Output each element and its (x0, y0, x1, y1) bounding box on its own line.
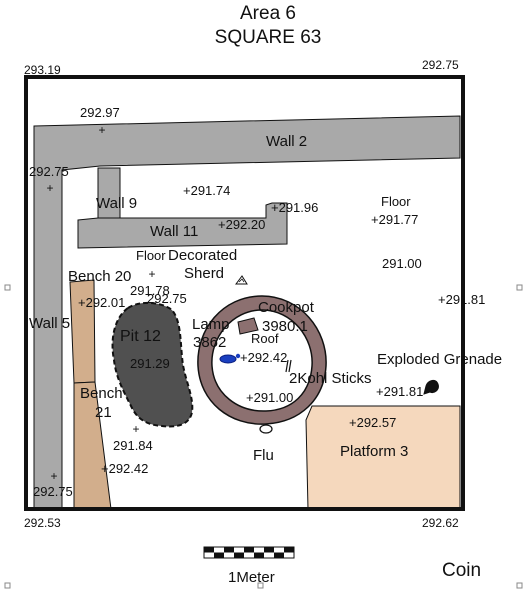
elevation-marker: + (148, 267, 155, 281)
elevation-label: +291.81 (376, 384, 423, 399)
elevation-marker: + (98, 123, 105, 137)
resize-handle-left[interactable] (4, 284, 11, 291)
title-area: Area 6 (240, 3, 296, 24)
grenade-object (423, 379, 439, 395)
decorated-sherd-mark (238, 278, 245, 283)
title-square: SQUARE 63 (215, 27, 322, 48)
elevation-label: 292.75 (147, 291, 187, 306)
elevation-label: 291.84 (113, 438, 153, 453)
resize-handle-bottom-left[interactable] (4, 582, 11, 589)
elevation-marker: + (50, 469, 57, 483)
scale-bar (203, 546, 295, 559)
elevation-label: +291.00 (246, 390, 293, 405)
label-cookpot-a: Cookpot (258, 299, 315, 316)
label-bench-21-a: Bench (80, 385, 123, 402)
corner-bottom-left: 292.53 (24, 516, 61, 530)
elevation-label: 292.75 (33, 484, 73, 499)
elevation-label: +292.42 (240, 350, 287, 365)
label-floor-top: Floor (381, 194, 411, 209)
elevation-label: +292.01 (78, 295, 125, 310)
legend-coin: Coin (442, 560, 481, 581)
label-flu: Flu (253, 447, 274, 464)
elevation-marker: + (46, 181, 53, 195)
elevation-label: 291.78 (130, 283, 170, 298)
label-wall-2: Wall 2 (266, 133, 307, 150)
label-roof: Roof (251, 331, 279, 346)
label-bench-21-b: 21 (95, 404, 112, 421)
label-kohl-sticks: 2Kohl Sticks (289, 370, 372, 387)
elevation-label: +291.81 (438, 292, 485, 307)
label-exploded-grenade: Exploded Grenade (377, 351, 502, 368)
label-lamp-b: 3862 (193, 334, 226, 351)
elevation-label: 291.29 (130, 356, 170, 371)
lamp-object-dot (235, 353, 241, 359)
elevation-marker: + (132, 422, 139, 436)
wall-11 (77, 202, 288, 249)
label-lamp-a: Lamp (192, 316, 230, 333)
resize-handle-bottom-right[interactable] (516, 582, 523, 589)
label-decorated-b: Sherd (184, 265, 224, 282)
label-wall-9: Wall 9 (96, 195, 137, 212)
selection-handles[interactable] (4, 284, 523, 589)
cookpot-object (237, 317, 259, 335)
label-wall-5: Wall 5 (29, 315, 70, 332)
lamp-object (219, 354, 237, 364)
label-decorated-a: Decorated (168, 247, 237, 264)
square-border (24, 75, 465, 511)
elevation-label: 292.97 (80, 105, 120, 120)
corner-top-right: 292.75 (422, 58, 459, 72)
elevation-label: +291.77 (371, 212, 418, 227)
corner-bottom-right: 292.62 (422, 516, 459, 530)
scale-label: 1Meter (228, 569, 275, 586)
elevation-labels: 292.97 292.75 +291.74 +291.96 +292.20 +2… (29, 105, 485, 499)
elevation-label: 291.00 (382, 256, 422, 271)
resize-handle-right[interactable] (516, 284, 523, 291)
label-platform-3: Platform 3 (340, 443, 408, 460)
label-wall-11: Wall 11 (150, 223, 198, 240)
label-floor-left: Floor (136, 248, 166, 263)
pit-12 (111, 302, 194, 428)
resize-handle-bottom[interactable] (257, 582, 264, 589)
label-cookpot-b: 3980.1 (262, 318, 308, 335)
elevation-label: 292.75 (29, 164, 69, 179)
kohl-stick-2 (288, 359, 292, 373)
oven-flue-hole (259, 424, 273, 434)
oven-ring (197, 295, 327, 425)
kohl-stick-1 (285, 359, 289, 373)
label-bench-20: Bench 20 (68, 268, 131, 285)
elevation-label: +292.20 (218, 217, 265, 232)
corner-top-left: 293.19 (24, 63, 61, 77)
elevation-label: +291.96 (271, 200, 318, 215)
label-pit-12: Pit 12 (120, 328, 161, 345)
elevation-label: +292.57 (349, 415, 396, 430)
elevation-markers: + + + + + (46, 123, 155, 483)
elevation-label: +291.74 (183, 183, 230, 198)
elevation-label: +292.42 (101, 461, 148, 476)
